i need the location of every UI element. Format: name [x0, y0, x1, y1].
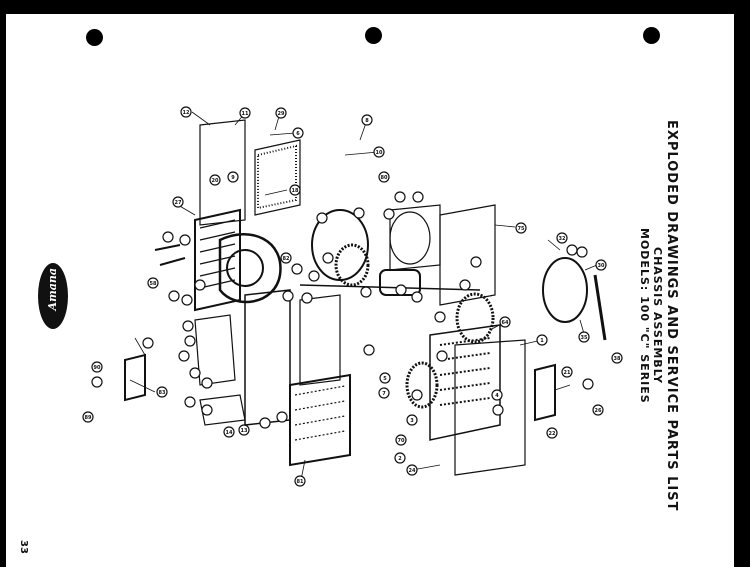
- svg-text:20: 20: [212, 178, 219, 184]
- chassis-parts: [124, 119, 607, 476]
- svg-text:26: 26: [595, 408, 602, 414]
- svg-text:6: 6: [296, 131, 300, 137]
- svg-text:9: 9: [231, 175, 235, 181]
- svg-text:90: 90: [94, 365, 101, 371]
- svg-text:32: 32: [559, 236, 566, 242]
- svg-text:58: 58: [150, 281, 157, 287]
- svg-text:4: 4: [495, 393, 499, 399]
- binder-hole-left: [86, 29, 103, 46]
- svg-text:11: 11: [242, 111, 249, 117]
- svg-text:1: 1: [540, 338, 544, 344]
- svg-text:35: 35: [581, 335, 588, 341]
- svg-text:2: 2: [398, 456, 402, 462]
- title-line-3: MODELS: 100 "C" SERIES: [638, 227, 651, 404]
- svg-text:10: 10: [376, 150, 383, 156]
- svg-text:13: 13: [241, 428, 248, 434]
- title-line-1: EXPLODED DRAWINGS AND SERVICE PARTS LIST: [664, 120, 679, 512]
- binder-hole-right: [643, 27, 660, 44]
- svg-text:29: 29: [278, 111, 285, 117]
- svg-text:7: 7: [382, 391, 386, 397]
- svg-text:30: 30: [598, 263, 605, 269]
- svg-text:3: 3: [410, 418, 414, 424]
- svg-text:83: 83: [159, 390, 166, 396]
- svg-text:8: 8: [365, 118, 369, 124]
- callout-bubbles: [82, 106, 623, 487]
- svg-text:64: 64: [502, 320, 509, 326]
- svg-text:22: 22: [549, 431, 556, 437]
- svg-text:80: 80: [381, 175, 388, 181]
- svg-text:12: 12: [183, 110, 190, 116]
- document-title: EXPLODED DRAWINGS AND SERVICE PARTS LIST…: [638, 120, 679, 511]
- svg-text:82: 82: [283, 256, 290, 262]
- page-edge-tick: [6, 209, 9, 229]
- page-number: 33: [18, 540, 29, 554]
- svg-text:14: 14: [226, 430, 233, 436]
- svg-text:81: 81: [297, 479, 304, 485]
- svg-text:75: 75: [518, 226, 525, 232]
- brand-logo: [38, 263, 68, 329]
- svg-text:89: 89: [85, 415, 92, 421]
- svg-text:21: 21: [564, 370, 571, 376]
- callout-leaders: [129, 111, 598, 486]
- svg-text:27: 27: [175, 200, 182, 206]
- svg-text:5: 5: [383, 376, 387, 382]
- title-line-2: CHASSIS ASSEMBLY: [651, 247, 664, 385]
- binder-hole-center: [365, 27, 382, 44]
- svg-text:38: 38: [614, 356, 621, 362]
- svg-text:70: 70: [398, 438, 405, 444]
- svg-text:24: 24: [409, 468, 416, 474]
- svg-text:18: 18: [292, 188, 299, 194]
